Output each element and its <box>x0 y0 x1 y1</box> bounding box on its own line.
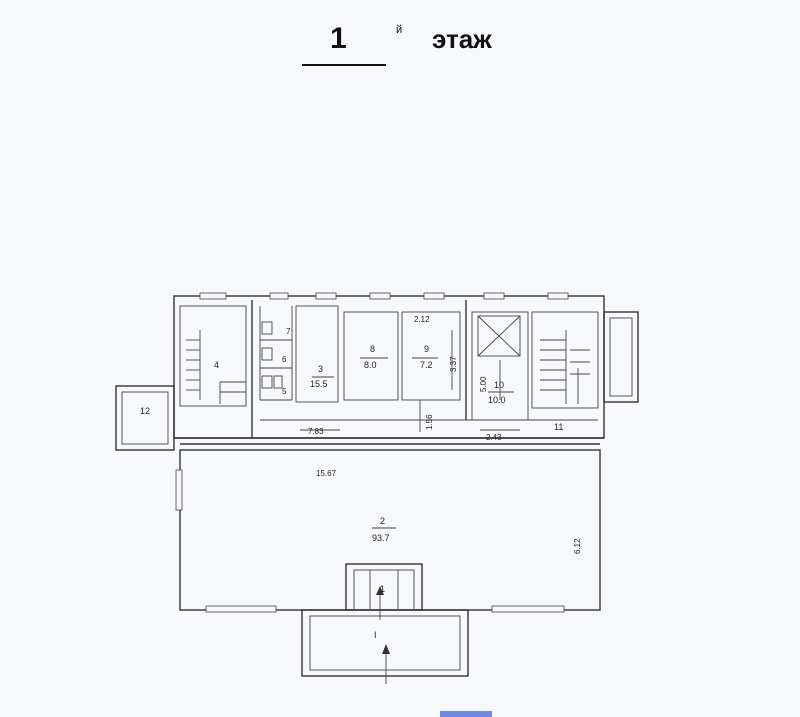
dimension-2-12: 2.12 <box>414 315 430 324</box>
dimension-lines <box>300 330 520 529</box>
room-6-label: 6 <box>282 355 287 364</box>
bottom-windows <box>175 469 565 613</box>
floor-number: 1 <box>330 22 347 55</box>
dimension-6-12: 6.12 <box>573 538 582 554</box>
floor-word: этаж <box>432 24 492 54</box>
dimension-2-43: 2.43 <box>486 433 502 442</box>
vestibule-room-1 <box>345 563 423 611</box>
room-12-shape <box>115 385 175 451</box>
elevator-shaft <box>477 315 521 357</box>
room-8-area: 8.0 <box>364 360 377 370</box>
scan-stamp-fragment <box>440 711 492 717</box>
dimension-7-83: 7.83 <box>308 427 324 436</box>
room-1-label: 1 <box>380 584 385 594</box>
room-8-label: 8 <box>370 344 375 354</box>
floor-underline <box>302 64 386 66</box>
room-11-label: 11 <box>554 422 563 432</box>
entrance-label: I <box>374 630 377 640</box>
interior-walls <box>179 300 599 438</box>
floor-heading: 1 й этаж <box>0 18 800 78</box>
floor-superscript: й <box>396 24 403 36</box>
room-3-area: 15.5 <box>310 379 328 389</box>
room-9-label: 9 <box>424 344 429 354</box>
room-9-area: 7.2 <box>420 360 433 370</box>
wc-fixtures <box>261 321 283 389</box>
room-12-label: 12 <box>140 406 150 416</box>
dimension-3-37: 3.37 <box>449 356 458 372</box>
dimension-5-00: 5.00 <box>479 376 488 392</box>
room-4-label: 4 <box>214 360 219 370</box>
dimension-15-67: 15.67 <box>316 469 337 478</box>
outer-walls <box>115 295 639 677</box>
room-7-label: 7 <box>286 327 291 336</box>
stairs-room-11 <box>540 330 590 404</box>
room-10-label: 10 <box>494 380 504 390</box>
room-5-label: 5 <box>282 387 287 396</box>
dimension-1-56: 1.56 <box>425 414 434 430</box>
room-2-label: 2 <box>380 516 385 526</box>
top-windows <box>199 292 569 300</box>
entrance-porch <box>301 609 469 677</box>
entrance-arrow <box>376 586 390 684</box>
room-3-label: 3 <box>318 364 323 374</box>
room-2-area: 93.7 <box>372 533 390 543</box>
stairs-room-4 <box>186 330 246 404</box>
room-10-area: 10.0 <box>488 395 506 405</box>
